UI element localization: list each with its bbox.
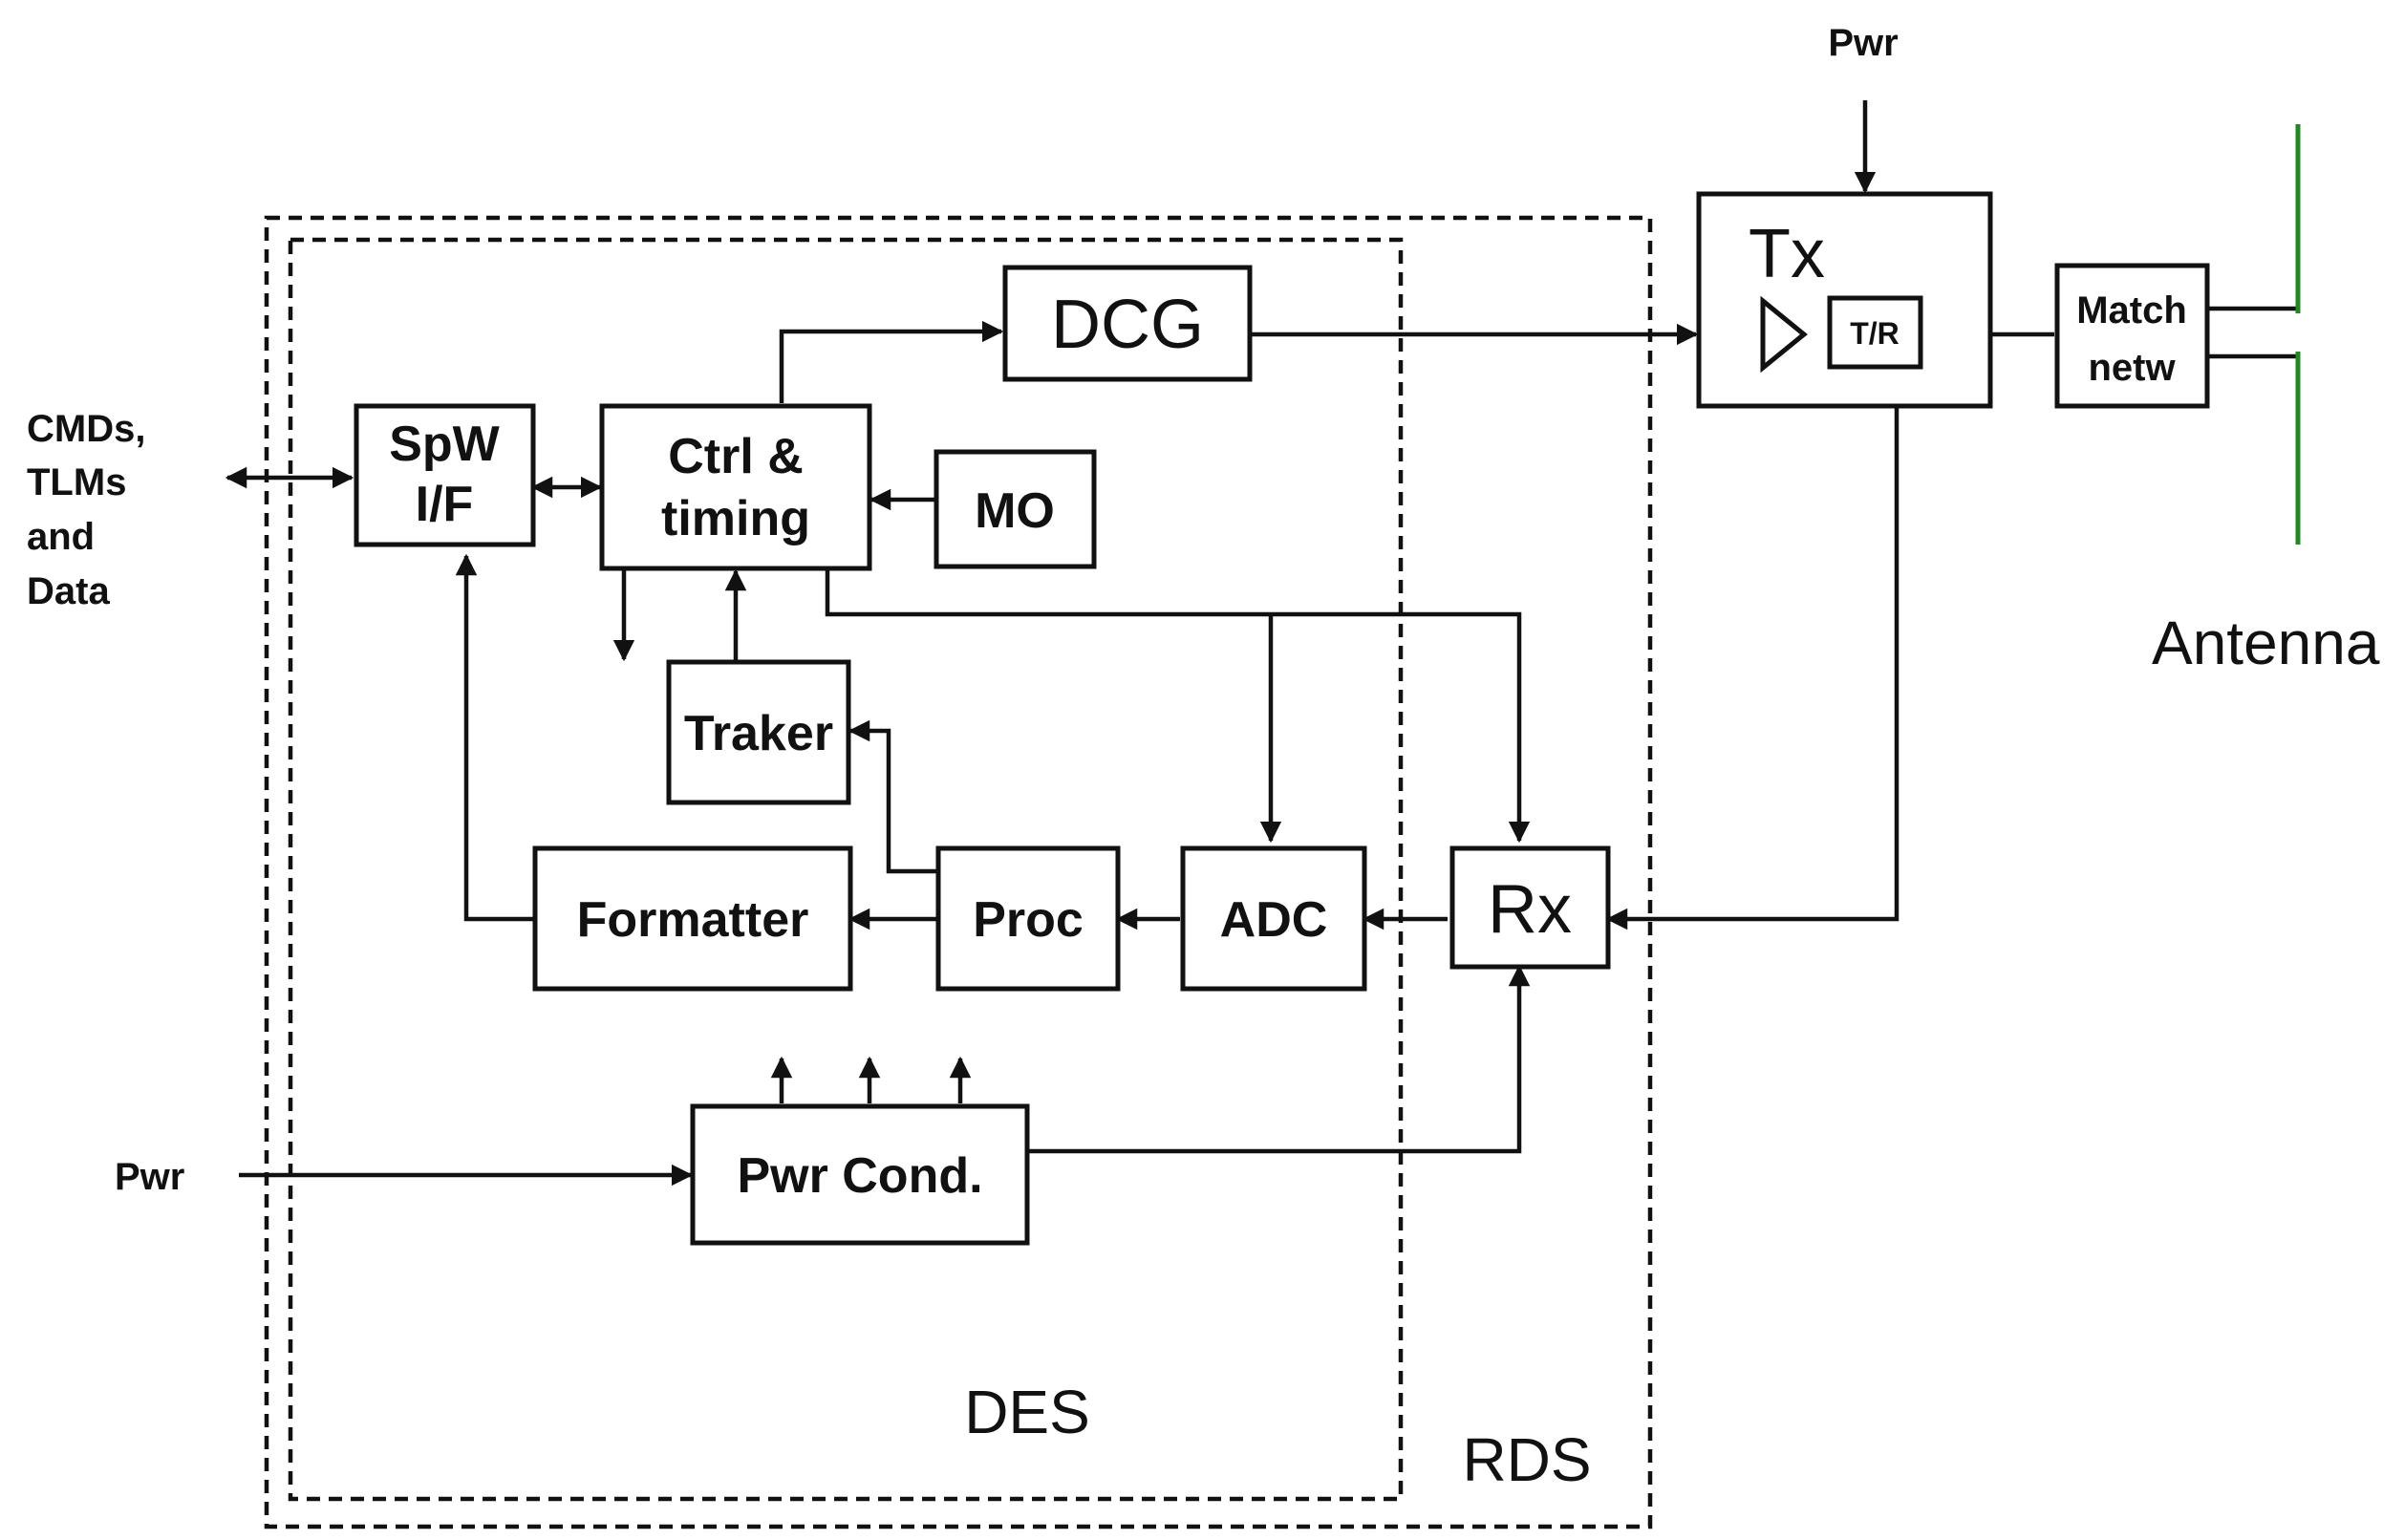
svg-text:and: and xyxy=(27,516,95,558)
pwr-cond-label: Pwr Cond. xyxy=(737,1148,982,1204)
traker-block: Traker xyxy=(666,659,851,805)
des-label: DES xyxy=(964,1378,1090,1446)
mo-label: MO xyxy=(975,483,1055,539)
spw-label-1: SpW xyxy=(389,417,500,472)
spw-block: SpW I/F xyxy=(354,403,536,547)
traker-label: Traker xyxy=(684,706,833,761)
ctrl-label-1: Ctrl & xyxy=(668,429,804,484)
tr-label: T/R xyxy=(1850,316,1900,351)
match-label-1: Match xyxy=(2076,289,2187,332)
formatter-label: Formatter xyxy=(577,892,809,948)
spw-label-2: I/F xyxy=(416,477,474,532)
rx-label: Rx xyxy=(1488,871,1572,948)
rds-boundary xyxy=(264,215,1653,1529)
proc-block: Proc xyxy=(935,845,1121,992)
ctrl-label-2: timing xyxy=(661,491,810,546)
rds-label: RDS xyxy=(1462,1425,1591,1494)
mo-block: MO xyxy=(934,449,1097,569)
formatter-block: Formatter xyxy=(532,845,853,992)
match-network-block: Match netw xyxy=(2054,263,2210,409)
amplifier-icon xyxy=(1760,295,1808,374)
svg-text:CMDs,: CMDs, xyxy=(27,408,145,450)
des-boundary xyxy=(288,237,1404,1502)
tr-switch xyxy=(1827,295,1923,370)
antenna-label: Antenna xyxy=(2152,609,2380,677)
cmds-label: CMDs, TLMs and Data xyxy=(27,408,145,612)
adc-block: ADC xyxy=(1180,845,1367,992)
dcg-label: DCG xyxy=(1051,287,1204,363)
pwr-cond-block: Pwr Cond. xyxy=(690,1103,1030,1246)
ctrl-timing-block: Ctrl & timing xyxy=(599,403,872,571)
pwr-input-label: Pwr xyxy=(115,1156,184,1198)
tx-block: Tx T/R xyxy=(1696,191,1993,409)
adc-label: ADC xyxy=(1220,892,1328,948)
svg-text:Data: Data xyxy=(27,570,110,612)
tx-label: Tx xyxy=(1749,216,1825,292)
pwr-top-label: Pwr xyxy=(1828,22,1898,64)
rx-block: Rx xyxy=(1449,845,1611,970)
dcg-block: DCG xyxy=(1002,265,1253,382)
svg-text:TLMs: TLMs xyxy=(27,461,126,503)
match-label-2: netw xyxy=(2088,347,2176,389)
proc-label: Proc xyxy=(973,892,1084,948)
